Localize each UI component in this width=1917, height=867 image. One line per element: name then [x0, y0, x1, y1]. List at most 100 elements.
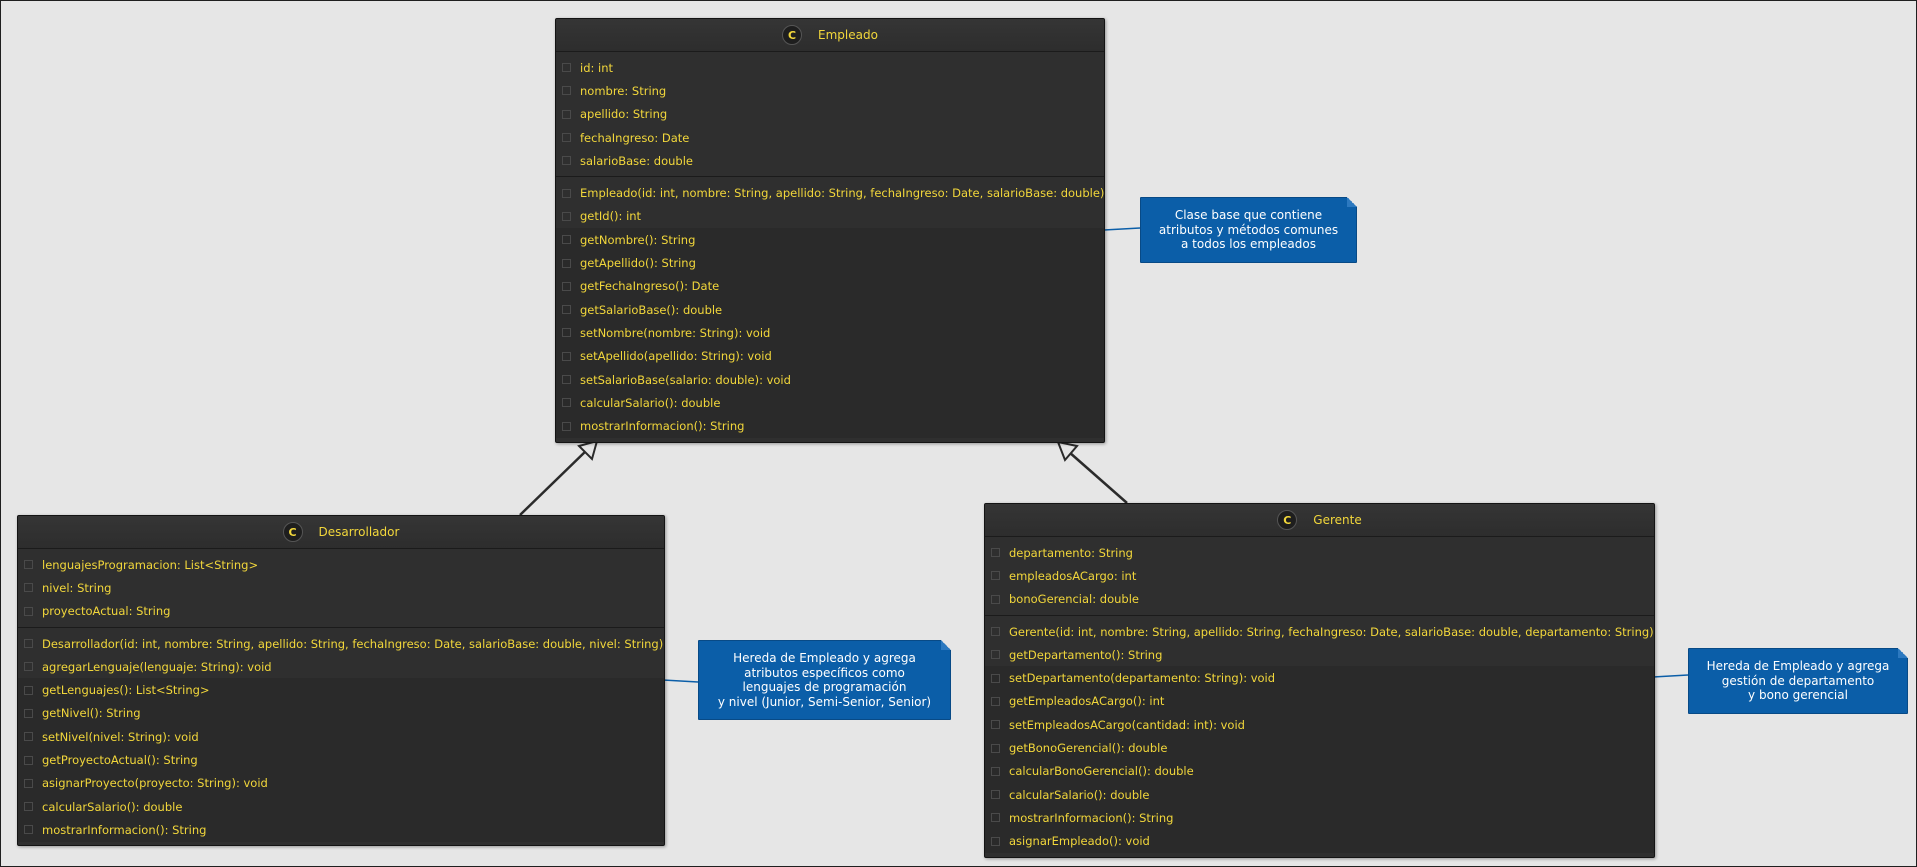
class-name: Desarrollador: [318, 525, 400, 539]
attribute-signature: nombre: String: [580, 83, 667, 98]
note-line: atributos específicos como: [744, 665, 905, 680]
note-line: Hereda de Empleado y agrega: [733, 651, 916, 665]
visibility-marker-icon: [991, 720, 1000, 730]
attribute-signature: lenguajesProgramacion: List<String>: [42, 557, 259, 572]
class-header: C Gerente: [985, 504, 1654, 537]
class-attribute: fechaIngreso: Date: [556, 126, 1104, 149]
visibility-marker-icon: [991, 790, 1000, 800]
visibility-marker-icon: [24, 662, 33, 672]
note-line: Hereda de Empleado y agrega: [1706, 659, 1890, 674]
visibility-marker-icon: [562, 258, 571, 268]
class-desarrollador[interactable]: C Desarrollador lenguajesProgramacion: L…: [17, 515, 665, 846]
class-attribute: id: int: [556, 56, 1104, 79]
method-signature: getEmpleadosACargo(): int: [1009, 694, 1165, 709]
class-attribute: departamento: String: [985, 541, 1654, 564]
class-method: calcularSalario(): double: [556, 391, 1104, 415]
class-method: getNivel(): String: [18, 701, 664, 726]
visibility-marker-icon: [562, 109, 571, 119]
method-signature: asignarProyecto(proyecto: String): void: [42, 776, 268, 791]
visibility-marker-icon: [562, 305, 571, 315]
attribute-signature: bonoGerencial: double: [1009, 592, 1139, 607]
class-method: getEmpleadosACargo(): int: [985, 689, 1654, 714]
class-header: C Desarrollador: [18, 516, 664, 549]
visibility-marker-icon: [991, 696, 1000, 706]
visibility-marker-icon: [991, 673, 1000, 683]
method-signature: Desarrollador(id: int, nombre: String, a…: [42, 636, 664, 651]
inheritance-gerente-empleado[interactable]: [1056, 440, 1128, 504]
visibility-marker-icon: [562, 421, 571, 431]
method-signature: getDepartamento(): String: [1009, 647, 1163, 662]
class-method: agregarLenguaje(lenguaje: String): void: [18, 655, 664, 678]
visibility-marker-icon: [24, 639, 33, 649]
method-signature: setSalarioBase(salario: double): void: [580, 372, 791, 387]
method-signature: getSalarioBase(): double: [580, 302, 723, 317]
note-link-desarrollador: [662, 679, 699, 683]
method-signature: getNombre(): String: [580, 232, 696, 247]
visibility-marker-icon: [991, 548, 1000, 558]
class-method: calcularBonoGerencial(): double: [985, 759, 1654, 783]
note-line: Clase base que contiene: [1174, 208, 1323, 223]
class-method: getLenguajes(): List<String>: [18, 678, 664, 702]
visibility-marker-icon: [562, 281, 571, 291]
class-method: getApellido(): String: [556, 251, 1104, 275]
note-link-gerente: [1652, 674, 1689, 678]
visibility-marker-icon: [991, 650, 1000, 660]
attributes-section: lenguajesProgramacion: List<String> nivel…: [18, 549, 664, 628]
note-line: a todos los empleados: [1181, 237, 1316, 252]
attribute-signature: apellido: String: [580, 107, 668, 122]
class-method: calcularSalario(): double: [985, 782, 1654, 807]
attribute-signature: salarioBase: double: [580, 153, 693, 168]
class-method: setDepartamento(departamento: String): v…: [985, 666, 1654, 690]
visibility-marker-icon: [24, 802, 33, 812]
class-method: setEmpleadosACargo(cantidad: int): void: [985, 713, 1654, 737]
class-attribute: nombre: String: [556, 79, 1104, 102]
class-method: calcularSalario(): double: [18, 794, 664, 819]
visibility-marker-icon: [562, 398, 571, 408]
class-stereotype-icon: C: [282, 522, 303, 542]
class-attribute: empleadosACargo: int: [985, 564, 1654, 587]
class-stereotype-icon: C: [1277, 510, 1298, 530]
note-line: y nivel (Junior, Semi-Senior, Senior): [717, 694, 932, 709]
class-attribute: bonoGerencial: double: [985, 588, 1654, 611]
class-method: Gerente(id: int, nombre: String, apellid…: [985, 620, 1654, 643]
method-signature: getProyectoActual(): String: [42, 753, 198, 768]
methods-section: Empleado(id: int, nombre: String, apelli…: [556, 177, 1104, 441]
class-attribute: nivel: String: [18, 576, 664, 599]
inheritance-desarrollador-empleado[interactable]: [519, 439, 599, 516]
method-signature: setNivel(nivel: String): void: [42, 729, 199, 744]
class-attribute: lenguajesProgramacion: List<String>: [18, 553, 664, 576]
class-attribute: salarioBase: double: [556, 149, 1104, 172]
class-method: getBonoGerencial(): double: [985, 736, 1654, 760]
method-signature: setNombre(nombre: String): void: [580, 325, 771, 340]
visibility-marker-icon: [562, 328, 571, 338]
visibility-marker-icon: [24, 606, 33, 616]
visibility-marker-icon: [24, 732, 33, 742]
visibility-marker-icon: [562, 375, 571, 384]
visibility-marker-icon: [24, 778, 33, 788]
visibility-marker-icon: [991, 627, 1000, 637]
class-name: Empleado: [818, 28, 878, 42]
class-name: Gerente: [1313, 513, 1362, 527]
class-method: asignarEmpleado(): void: [985, 829, 1654, 853]
method-signature: getApellido(): String: [580, 256, 696, 271]
attribute-signature: nivel: String: [42, 580, 112, 595]
class-method: setSalarioBase(salario: double): void: [556, 367, 1104, 392]
method-signature: calcularSalario(): double: [42, 799, 183, 814]
visibility-marker-icon: [562, 188, 571, 198]
class-method: mostrarInformacion(): String: [985, 806, 1654, 830]
attribute-signature: fechaIngreso: Date: [580, 130, 690, 145]
attributes-section: id: int nombre: String apellido: String fec…: [556, 52, 1104, 178]
method-signature: agregarLenguaje(lenguaje: String): void: [42, 659, 272, 674]
method-signature: Gerente(id: int, nombre: String, apellid…: [1009, 624, 1654, 639]
method-signature: calcularSalario(): double: [580, 395, 721, 410]
visibility-marker-icon: [991, 743, 1000, 753]
class-method: getDepartamento(): String: [985, 643, 1654, 666]
methods-section: Gerente(id: int, nombre: String, apellid…: [985, 616, 1654, 857]
